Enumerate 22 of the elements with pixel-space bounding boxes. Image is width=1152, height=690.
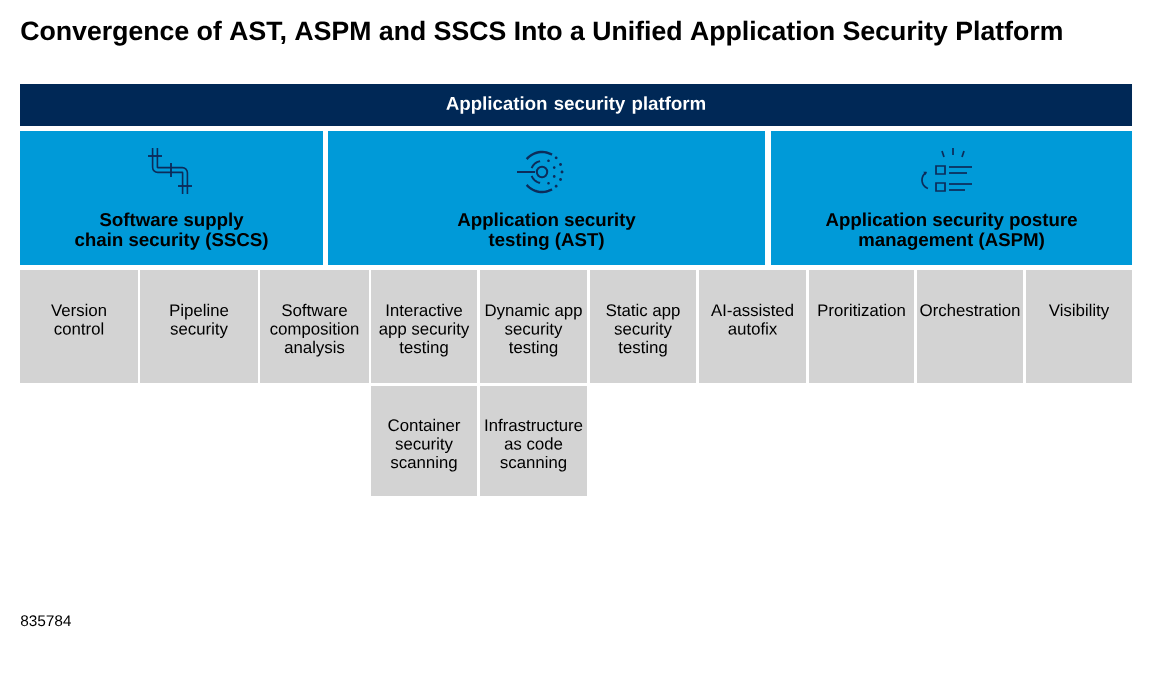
capability-box: Orchestration: [917, 270, 1023, 383]
node-label: Version control: [51, 303, 106, 335]
node-label: Software composition analysis: [270, 303, 359, 357]
capability-box: Software composition analysis: [260, 270, 369, 383]
capability-box: Container security scanning: [371, 386, 477, 496]
capability-box: Interactive app security testing: [371, 270, 477, 383]
reference-number: 835784: [20, 615, 71, 627]
capability-box: Proritization: [809, 270, 914, 383]
node-label: Pipeline security: [170, 303, 229, 338]
capability-box: Visibility: [1026, 270, 1132, 383]
category-box: Software supply chain security (SSCS): [20, 131, 323, 265]
capability-box: Version control: [20, 270, 138, 383]
title: Convergence of AST, ASPM and SSCS Into a Unified Application Security Platform: [21, 20, 1062, 46]
node-label: Interactive app security testing: [379, 303, 470, 357]
capability-box: Infrastructure as code scanning: [480, 386, 587, 496]
category-box: Application security posture management (ASPM): [771, 131, 1132, 265]
capability-box: Static app security testing: [590, 270, 696, 383]
banner: Application security platform: [20, 84, 1132, 126]
capability-box: Pipeline security: [140, 270, 258, 383]
capability-box: AI-assisted autofix: [699, 270, 806, 383]
category-box: Application security testing (AST): [328, 131, 765, 265]
capability-box: Dynamic app security testing: [480, 270, 587, 383]
